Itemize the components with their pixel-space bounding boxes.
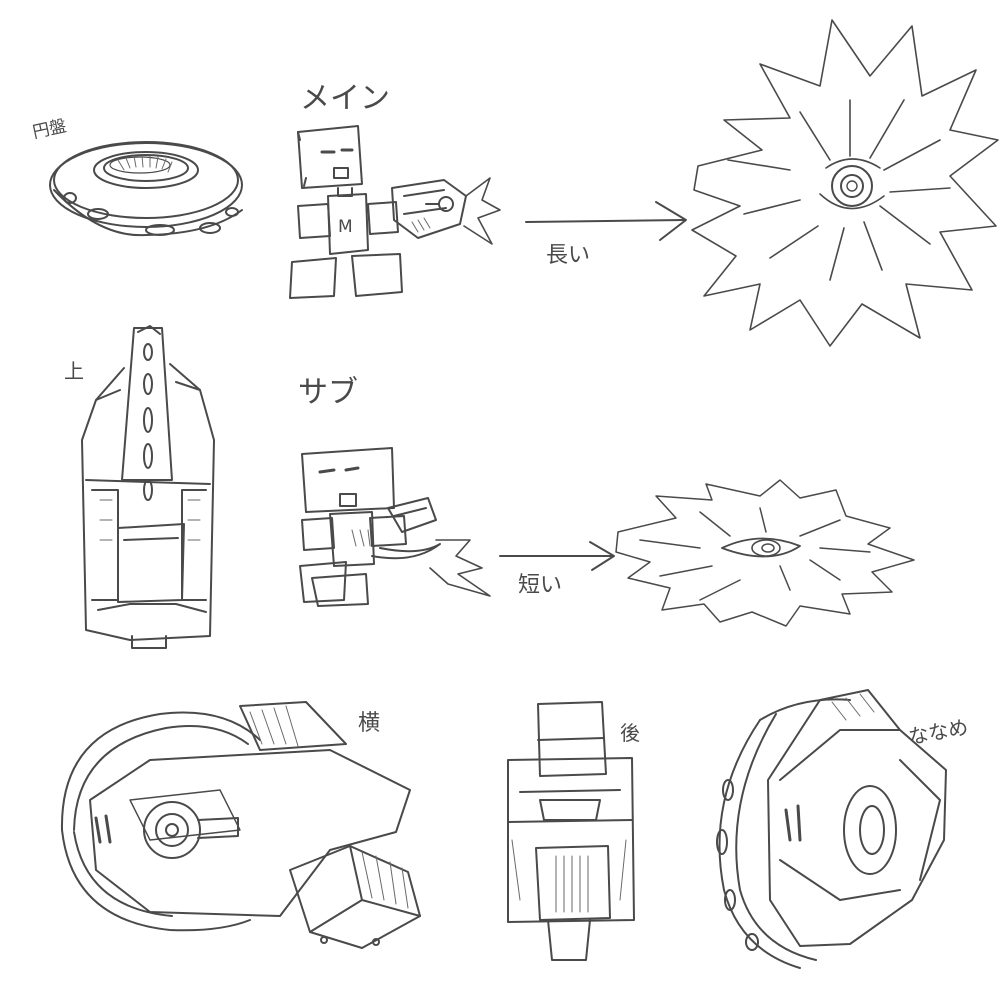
- main-chest-mark: M: [338, 217, 353, 237]
- sub-label: サブ: [298, 375, 358, 410]
- main-label: メイン: [300, 81, 390, 116]
- back-view-sketch: [507, 701, 635, 961]
- diagonal-view-sketch: [716, 689, 947, 969]
- disc-sketch: [49, 141, 243, 237]
- side-view-sketch: [60, 701, 421, 949]
- long-arrow: [525, 201, 687, 241]
- long-burst-effect: [691, 19, 999, 347]
- long-label: 長い: [546, 243, 590, 268]
- short-label: 短い: [518, 573, 562, 598]
- top-view-sketch: [81, 325, 215, 649]
- short-arrow: [499, 541, 615, 571]
- disc-label: 円盤: [31, 116, 68, 143]
- sub-character-sketch: [299, 447, 491, 607]
- top-view-label: 上: [64, 359, 84, 383]
- short-burst-effect: [615, 479, 915, 627]
- main-character-sketch: M: [289, 125, 501, 299]
- back-view-label: 後: [620, 721, 640, 745]
- side-view-label: 横: [358, 711, 380, 736]
